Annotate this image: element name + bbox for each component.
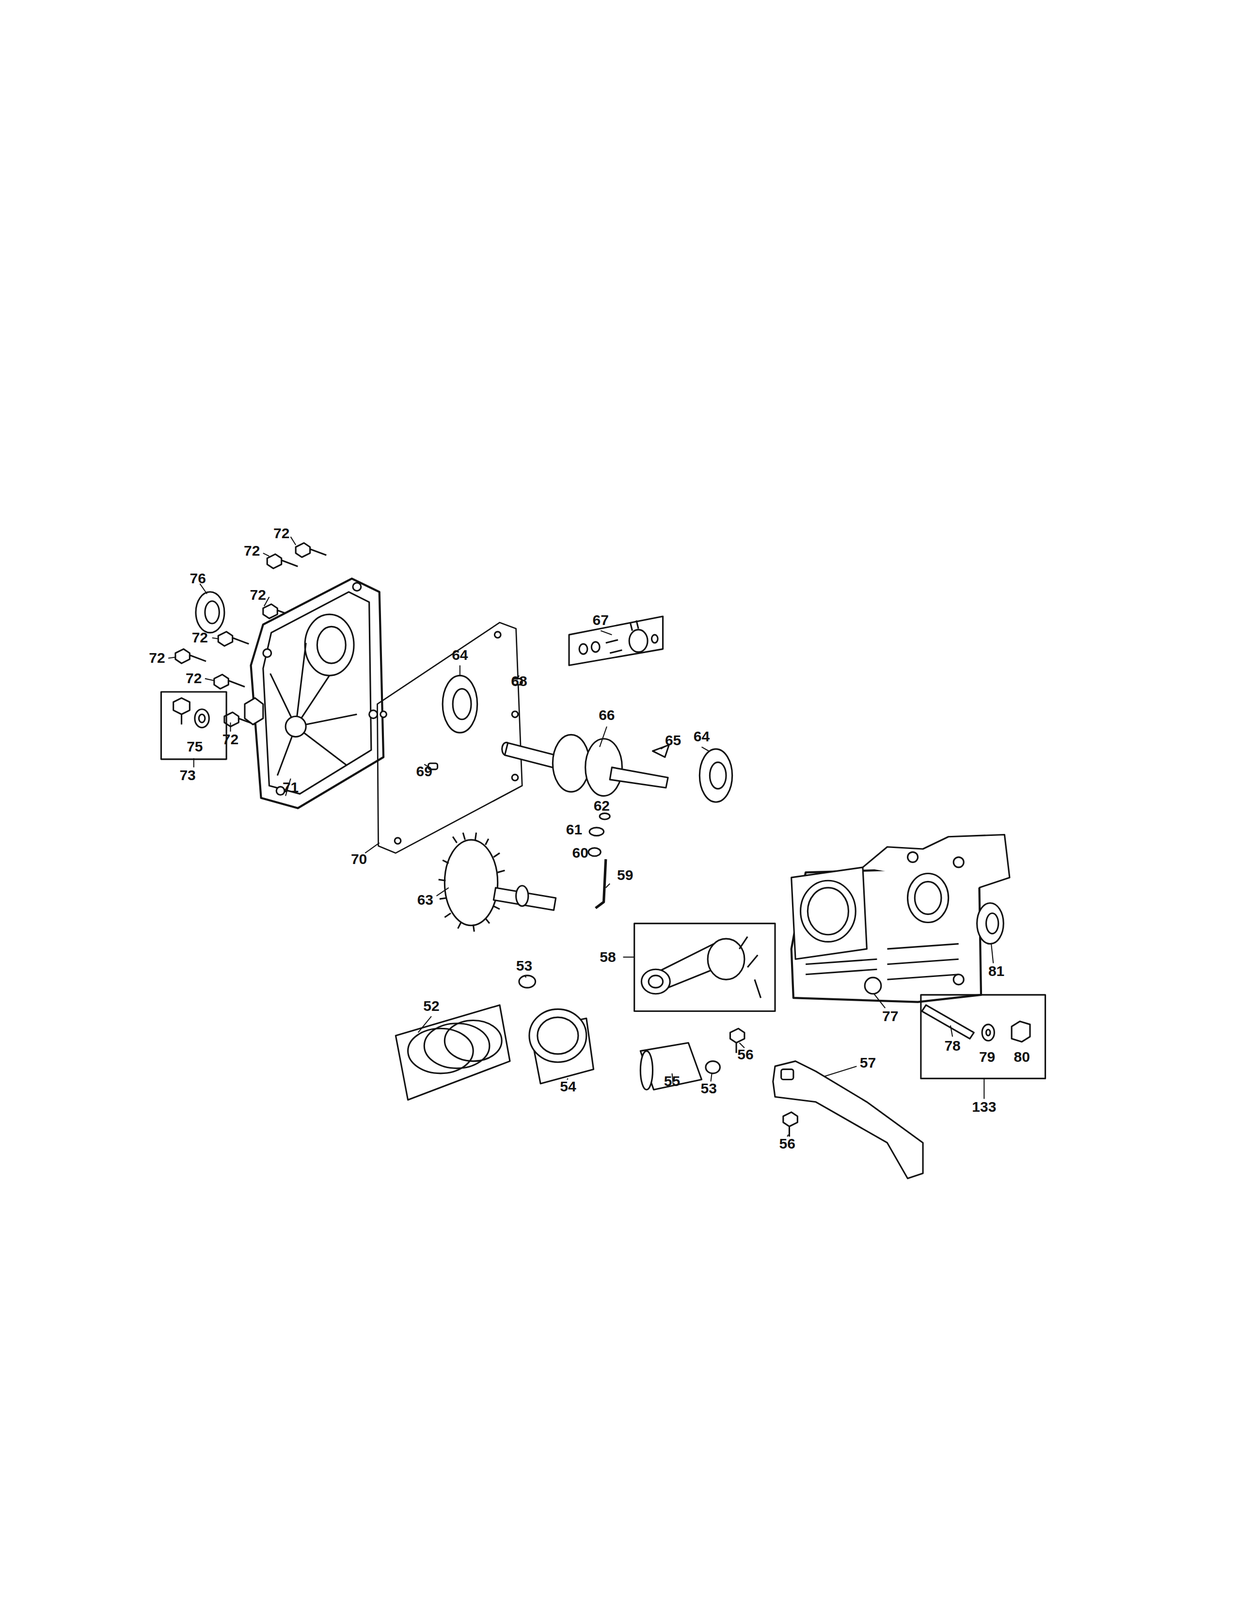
callout-number: 73 [178,767,197,783]
callout-number: 52 [422,998,441,1014]
callout-number: 75 [185,738,204,755]
callout-number: 68 [509,673,528,689]
callout-number: 60 [570,844,589,861]
callout-number: 72 [184,670,203,686]
callout-number: 79 [978,1048,997,1065]
callout-number: 72 [249,586,268,603]
callout-number: 53 [699,1080,718,1096]
callout-number: 59 [616,867,634,883]
callout-number: 72 [190,629,209,646]
callout-number: 63 [416,891,435,908]
callout-number: 67 [591,612,610,628]
callout-number: 133 [970,1098,998,1115]
callout-number: 61 [565,821,584,838]
callout-number: 77 [881,1008,900,1024]
callout-number: 56 [778,1135,797,1152]
callout-number: 70 [349,851,368,867]
callout-number: 65 [664,732,682,748]
callout-number: 55 [663,1073,682,1089]
callout-number: 72 [272,525,291,541]
callout-number: 76 [188,570,207,587]
callout-number: 71 [281,779,300,795]
callout-number: 69 [415,763,434,779]
callout-number: 72 [147,649,166,666]
callout-number: 78 [943,1037,962,1054]
callout-number: 53 [515,957,534,974]
callout-number: 64 [692,728,711,745]
callout-number: 58 [598,949,617,965]
callout-number: 72 [242,542,261,559]
callout-number: 62 [592,797,611,814]
callout-number: 72 [221,731,240,747]
callout-number: 56 [736,1046,755,1062]
callout-number: 66 [597,707,616,723]
callout-number: 57 [858,1054,877,1071]
callout-number: 54 [558,1078,577,1094]
callout-number: 81 [987,963,1006,979]
callout-number: 64 [450,647,469,663]
callout-number: 80 [1012,1048,1031,1065]
